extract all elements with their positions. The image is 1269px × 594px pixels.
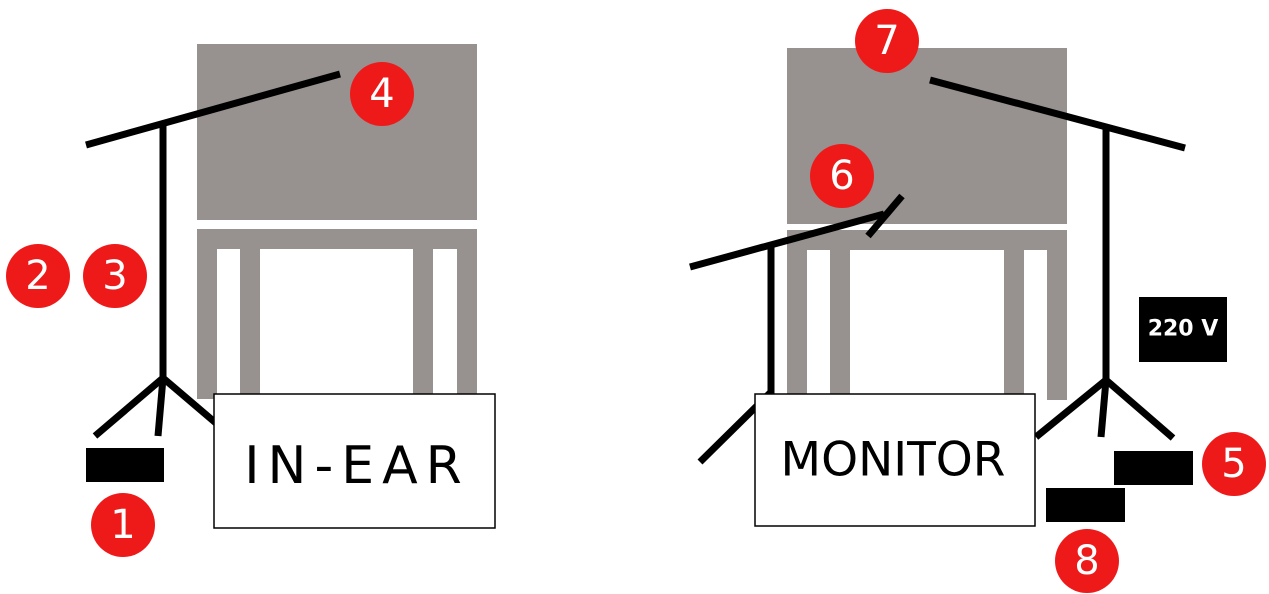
badge-6-circle	[810, 144, 874, 208]
power-outlet-box	[1139, 297, 1227, 362]
badge-6-label: 6	[829, 153, 854, 199]
monitor-box: MONITOR	[754, 393, 1036, 527]
left-table	[197, 44, 477, 399]
right-mic-leg	[1103, 377, 1176, 441]
right-mic-leg	[1033, 377, 1109, 440]
left-table-leg	[240, 229, 260, 399]
in-ear-label: IN-EAR	[244, 436, 470, 496]
right-table-leg	[1047, 230, 1067, 400]
badge-2-circle	[6, 244, 70, 308]
badge-1-label: 1	[110, 502, 135, 548]
badge-8-label: 8	[1074, 538, 1099, 584]
right-floor-device-8	[1046, 488, 1125, 522]
badge-5-label: 5	[1221, 441, 1246, 487]
left-mic-leg	[160, 375, 220, 427]
badge-6: 6	[810, 144, 874, 208]
left-mic-leg	[92, 375, 166, 439]
badge-8: 8	[1055, 529, 1119, 593]
left-table-top	[197, 44, 477, 220]
right-floor-device-5	[1114, 451, 1193, 485]
badge-7: 7	[855, 9, 919, 73]
right-mic-stand	[929, 76, 1186, 441]
left-table-leg	[457, 229, 477, 399]
badge-4: 4	[350, 62, 414, 126]
badge-4-label: 4	[369, 71, 394, 117]
badge-3-circle	[83, 244, 147, 308]
badge-2: 2	[6, 244, 70, 308]
badge-1-circle	[91, 493, 155, 557]
right-table-leg	[787, 230, 807, 400]
left-mic-leg	[154, 377, 167, 437]
right-table	[787, 48, 1067, 400]
badge-7-circle	[855, 9, 919, 73]
right-mic-boom	[929, 76, 1186, 152]
monitor-label: MONITOR	[781, 433, 1006, 488]
center-mic-boom	[689, 210, 885, 271]
right-table-frame	[787, 230, 1067, 250]
left-mic-stand	[85, 70, 341, 439]
left-floor-device	[86, 448, 164, 482]
left-mic-boom	[85, 70, 341, 149]
right-table-leg	[830, 230, 850, 400]
badge-5-circle	[1202, 432, 1266, 496]
left-table-leg	[197, 229, 217, 399]
left-table-frame	[197, 229, 477, 249]
badge-7-label: 7	[874, 18, 899, 64]
badge-8-circle	[1055, 529, 1119, 593]
center-mic-head	[865, 193, 905, 239]
power-outlet-label: 220 V	[1148, 317, 1219, 342]
power-outlet: 220 V	[1139, 297, 1227, 362]
in-ear-box-frame	[213, 393, 496, 529]
badge-3: 3	[83, 244, 147, 308]
badge-3-label: 3	[102, 253, 127, 299]
in-ear-box: IN-EAR	[213, 393, 496, 529]
badge-5: 5	[1202, 432, 1266, 496]
badge-1: 1	[91, 493, 155, 557]
right-table-leg	[1004, 230, 1024, 400]
right-mic-leg	[1097, 379, 1110, 438]
badge-2-label: 2	[25, 253, 50, 299]
monitor-box-frame	[754, 393, 1036, 527]
left-table-leg	[413, 229, 433, 399]
badge-4-circle	[350, 62, 414, 126]
